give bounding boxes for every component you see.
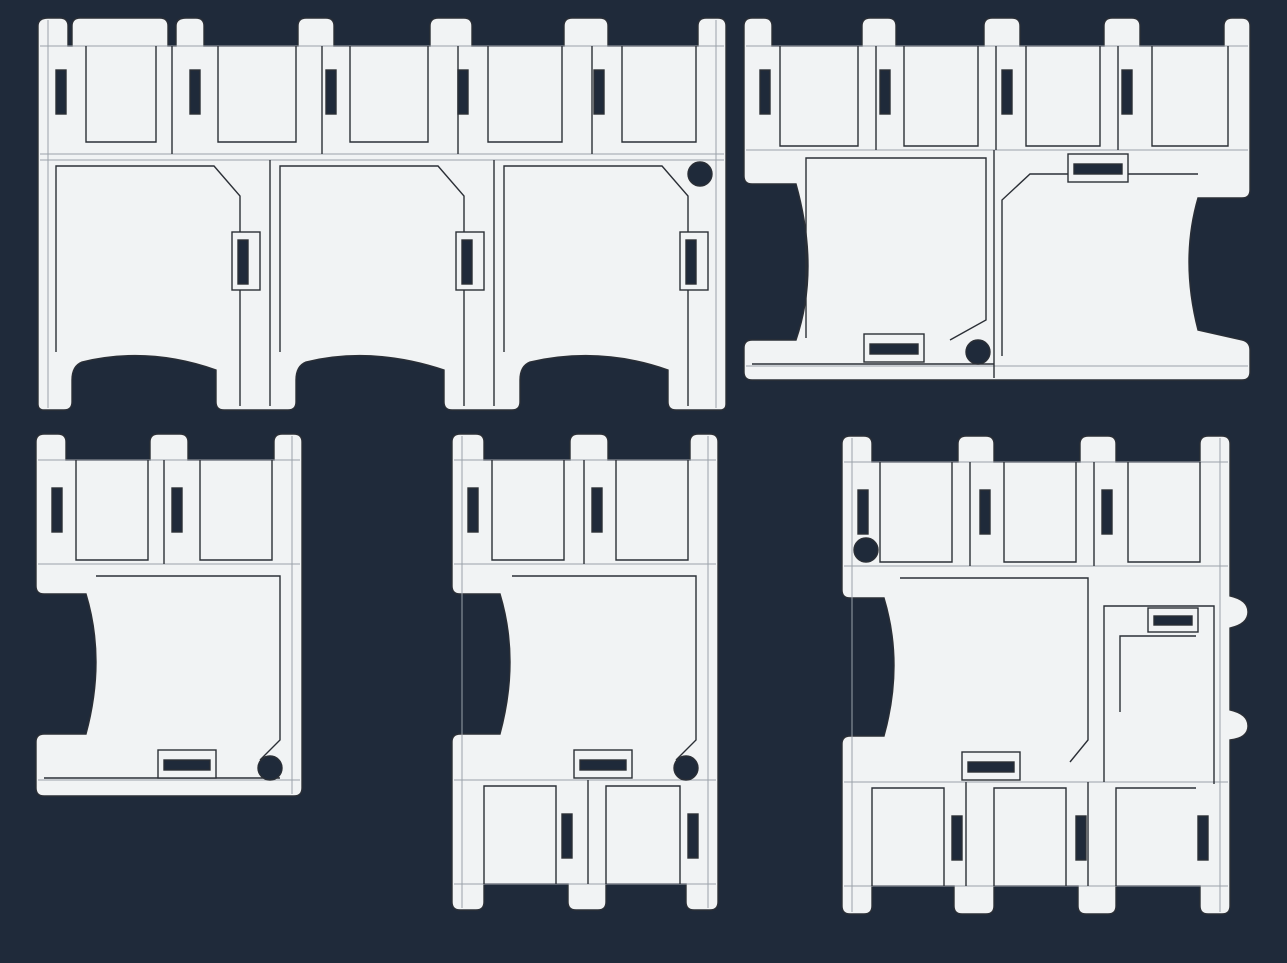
part-body-outline (35, 433, 303, 797)
part-body-outline (841, 435, 1249, 915)
mount-hole-icon (687, 161, 713, 187)
part-body-outline (37, 17, 727, 411)
part-body-outline (743, 17, 1251, 381)
mount-hole-icon (965, 339, 991, 365)
part-five-wide-top (37, 17, 727, 411)
part-four-wide-top (743, 17, 1251, 381)
mount-hole-icon (673, 755, 699, 781)
part-three-wide-double (451, 433, 719, 911)
part-four-wide-double (841, 435, 1249, 915)
mount-hole-icon (853, 537, 879, 563)
part-body-outline (451, 433, 719, 911)
part-three-wide-single (35, 433, 303, 797)
mount-hole-icon (257, 755, 283, 781)
